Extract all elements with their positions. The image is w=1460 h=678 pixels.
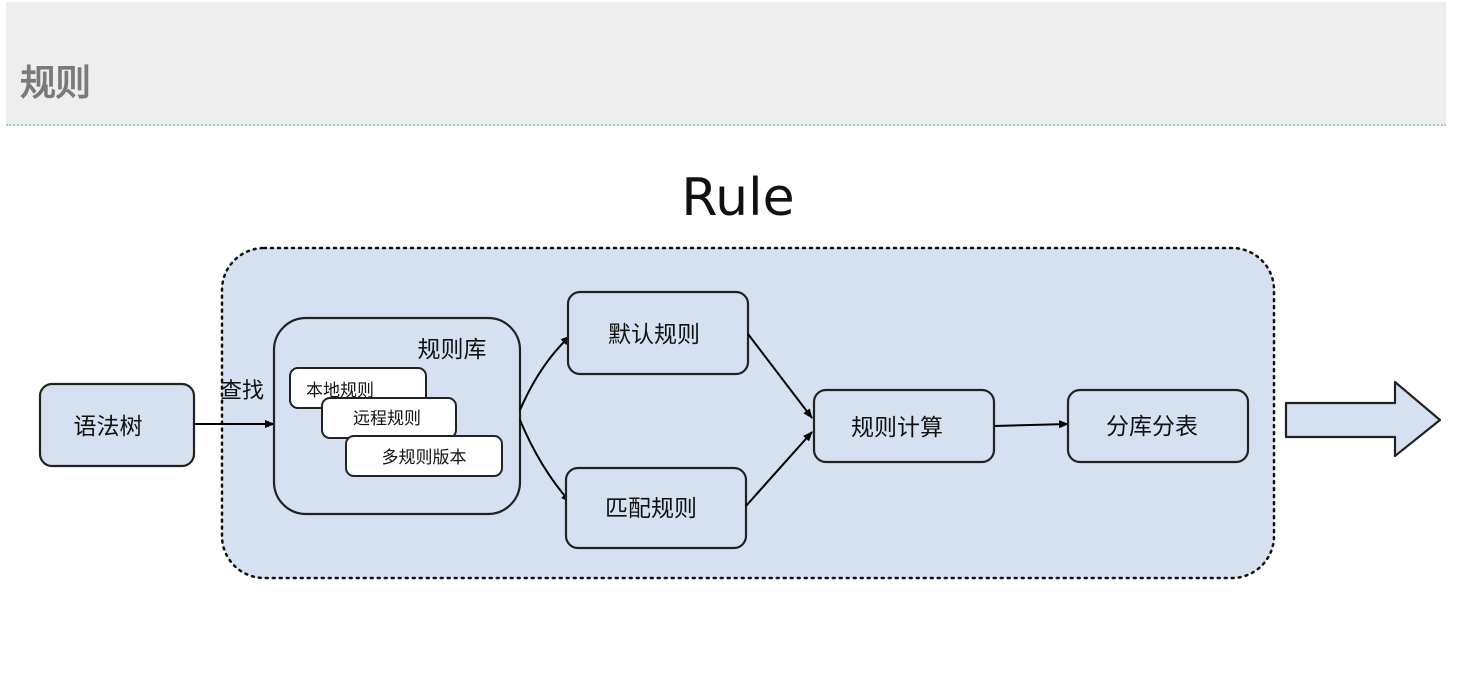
section-header: 规则 <box>6 2 1446 126</box>
diagram-title: Rule <box>681 168 794 228</box>
node-default-rule: 默认规则 <box>566 290 750 376</box>
node-rule-calc: 规则计算 <box>812 388 996 464</box>
arrow-library-to-default <box>519 335 571 411</box>
node-sharding-label: 分库分表 <box>1106 414 1198 440</box>
node-rule-library-label: 规则库 <box>418 337 487 363</box>
card-local-rule-label: 本地规则 <box>306 381 374 401</box>
node-default-rule-label: 默认规则 <box>608 322 700 348</box>
node-sharding: 分库分表 <box>1066 388 1250 464</box>
arrow-match-to-calc <box>745 431 813 507</box>
node-syntax-tree-label: 语法树 <box>74 414 143 440</box>
card-remote-rule: 远程规则 <box>321 397 457 439</box>
section-title: 规则 <box>20 63 91 104</box>
arrow-default-to-calc <box>747 333 813 419</box>
lookup-label: 查找 <box>220 379 264 404</box>
node-match-rule-label: 匹配规则 <box>605 496 697 522</box>
card-multi-version-rule: 多规则版本 <box>345 435 503 477</box>
card-remote-rule-label: 远程规则 <box>353 409 421 429</box>
node-rule-calc-label: 规则计算 <box>851 415 943 441</box>
node-syntax-tree: 语法树 <box>38 382 196 468</box>
output-arrow-icon <box>1284 380 1442 458</box>
arrow-library-to-match <box>519 419 571 503</box>
arrow-calc-to-sharding <box>993 420 1069 429</box>
card-multi-version-rule-label: 多规则版本 <box>382 448 467 468</box>
node-match-rule: 匹配规则 <box>564 466 748 550</box>
